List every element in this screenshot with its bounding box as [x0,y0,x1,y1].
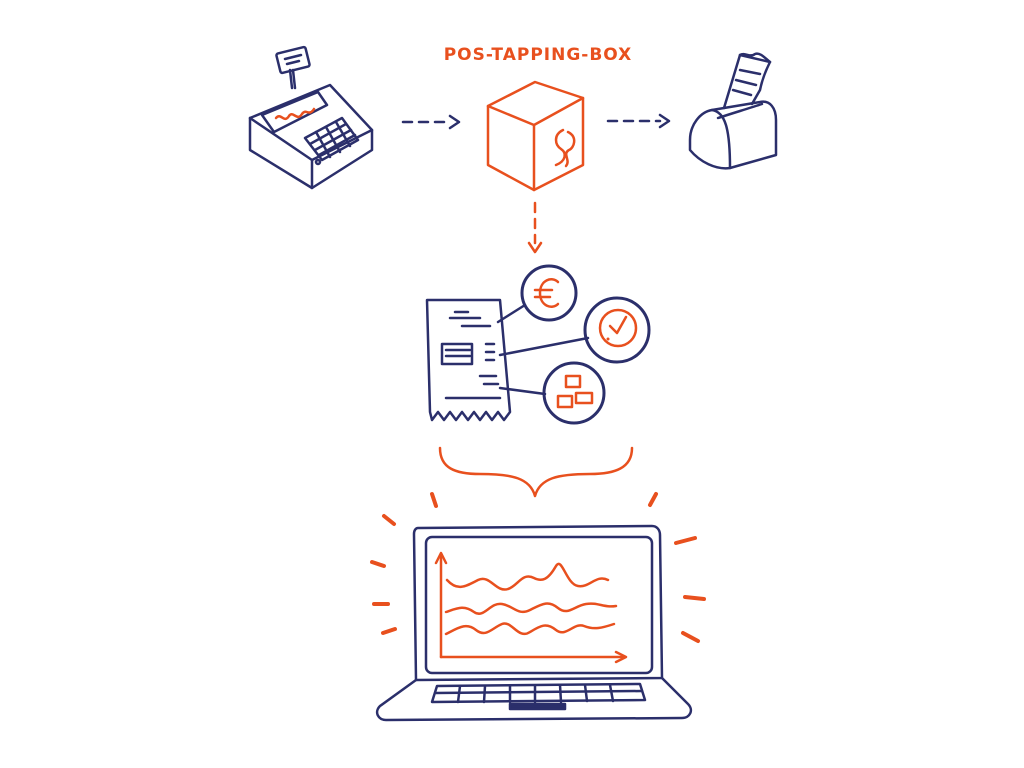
chart-line-middle [444,602,618,615]
laptop-icon [375,524,693,722]
register-display-wave [274,107,316,121]
clock-icon [583,296,651,364]
laptop-chart [434,551,628,664]
diagram-title: POS-TAPPING-BOX [444,45,633,65]
products-icon [542,361,606,425]
chart-line-top [445,562,610,591]
box-icon [486,80,585,192]
cash-register-icon [248,45,374,190]
laptop-glow-lines [370,492,706,643]
arrow-box-to-receipt [527,201,543,254]
chart-y-arrow [434,551,448,565]
receipt-connectors [496,303,590,396]
arrow-box-to-printer [606,113,671,129]
arrow-register-to-box [401,114,461,130]
chart-x-arrow [614,650,628,664]
chart-line-bottom [444,622,616,636]
curly-brace [438,446,634,498]
receipt-printer-icon [688,52,778,170]
euro-icon [520,264,578,322]
receipt-icon [425,298,512,422]
